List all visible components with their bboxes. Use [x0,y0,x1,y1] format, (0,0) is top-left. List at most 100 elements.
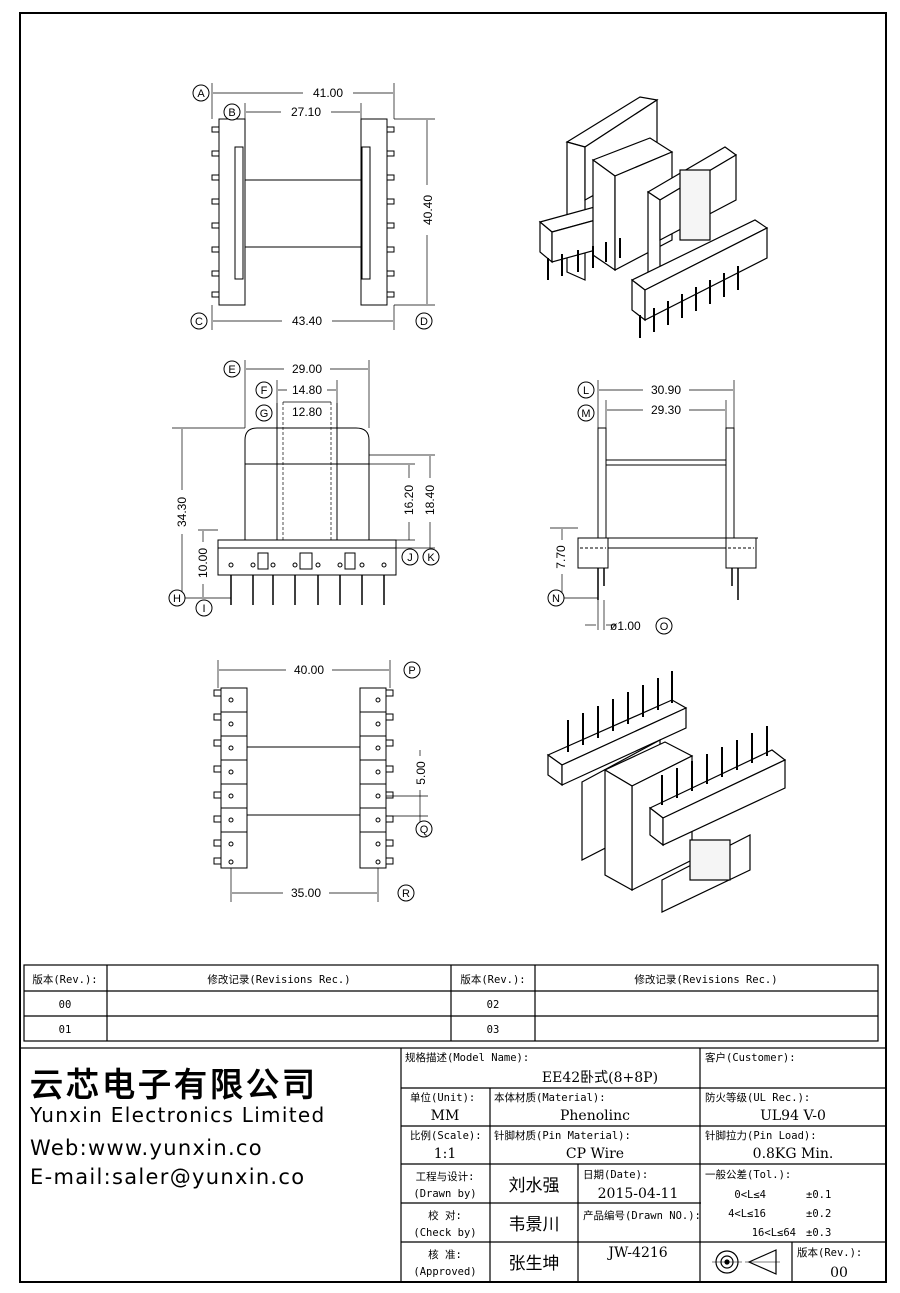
dim-41-00: 41.00 [313,86,343,100]
pin-load-label: 针脚拉力(Pin Load): [705,1129,817,1142]
callout-b: B [223,103,241,121]
check-by-label-en: (Check by) [413,1227,476,1239]
svg-text:E: E [228,364,235,376]
svg-text:N: N [552,593,560,605]
callout-c: C [190,312,208,330]
dim-29-30: 29.30 [651,403,681,417]
dim-7-70: 7.70 [554,545,568,569]
tolerance-value-2: ±0.2 [806,1208,831,1220]
isometric-view-bottom [546,671,787,913]
rev-col-header-left: 版本(Rev.): [32,973,97,986]
dim-18-40: 18.40 [423,485,437,515]
company-email: E-mail:saler@yunxin.co [30,1165,305,1189]
side-view [550,380,758,630]
dim-12-80: 12.80 [292,405,322,419]
rev-col-header-right: 版本(Rev.): [460,973,525,986]
svg-text:P: P [408,665,415,677]
customer-label: 客户(Customer): [705,1051,796,1064]
company-web: Web:www.yunxin.co [30,1136,263,1160]
tolerance-label: 一般公差(Tol.): [705,1168,791,1181]
callout-i: I [195,599,213,617]
date-value: 2015-04-11 [598,1186,679,1202]
projection-symbol-icon [712,1249,780,1275]
drawing-no-label: 产品编号(Drawn NO.): [583,1209,701,1222]
rev-row-02: 02 [487,999,500,1011]
unit-value: MM [431,1108,460,1124]
top-view-pins-left [211,126,220,298]
tolerance-range-2: 4<L≤16 [728,1208,766,1220]
svg-text:Q: Q [420,824,429,836]
pin-material-label: 针脚材质(Pin Material): [494,1129,631,1142]
callout-h: H [168,589,186,607]
callout-p: P [403,661,421,679]
callout-r: R [397,884,415,902]
pin-material-value: CP Wire [566,1146,624,1162]
dim-5-00: 5.00 [414,761,428,785]
tolerance-value-3: ±0.3 [806,1227,831,1239]
dim-40-40: 40.40 [421,195,435,225]
check-by-value: 韦景川 [509,1215,560,1235]
callout-g: G [255,404,273,422]
dim-16-20: 16.20 [402,485,416,515]
svg-text:R: R [402,888,410,900]
approved-by-value: 张生坤 [509,1254,560,1274]
drawing-no-value: JW-4216 [606,1245,667,1261]
front-view-pin-holes [228,552,387,570]
rev-value: 00 [830,1265,848,1281]
model-name-label: 规格描述(Model Name): [405,1051,529,1064]
tolerance-value-1: ±0.1 [806,1189,831,1201]
svg-text:I: I [202,603,205,615]
material-label: 本体材质(Material): [494,1091,606,1104]
callout-k: K [422,548,440,566]
tolerance-range-1: 0<L≤4 [734,1189,766,1201]
callout-d: D [415,312,433,330]
callout-a: A [192,84,210,102]
isometric-view-top [538,96,769,338]
rev-row-01: 01 [59,1024,72,1036]
drawn-by-value: 刘水强 [509,1176,560,1196]
dim-35-00: 35.00 [291,886,321,900]
svg-text:F: F [261,385,268,397]
scale-label: 比例(Scale): [410,1129,482,1142]
ul-rec-label: 防火等级(UL Rec.): [705,1091,810,1104]
revision-table [23,964,879,1042]
top-view-pins-right [386,126,395,298]
callout-e: E [223,360,241,378]
tolerance-range-3: 16<L≤64 [752,1227,796,1239]
callout-l: L [577,381,595,399]
approved-by-label-cn: 核 准: [428,1248,462,1261]
rev-row-00: 00 [59,999,72,1011]
dim-10-00: 10.00 [196,548,210,578]
dim-40-00: 40.00 [294,663,324,677]
bottom-view [213,660,428,902]
ul-rec-value: UL94 V-0 [760,1108,826,1124]
bottom-view-pin-pads [213,689,394,865]
svg-text:K: K [427,552,435,564]
company-name-cn: 云芯电子有限公司 [30,1065,318,1104]
company-name-en: Yunxin Electronics Limited [29,1103,325,1127]
callout-j: J [401,548,419,566]
dim-27-10: 27.10 [291,105,321,119]
callout-n: N [547,589,565,607]
svg-text:D: D [420,316,428,328]
check-by-label-cn: 校 对: [428,1209,462,1222]
callout-m: M [577,404,595,422]
pin-load-value: 0.8KG Min. [753,1146,834,1162]
rec-col-header-left: 修改记录(Revisions Rec.) [207,973,350,986]
dim-14-80: 14.80 [292,383,322,397]
model-name-value: EE42卧式(8+8P) [542,1070,658,1086]
rev-row-03: 03 [487,1024,500,1036]
svg-text:L: L [583,385,589,397]
approved-by-label-en: (Approved) [413,1266,476,1278]
callout-f: F [255,381,273,399]
top-view [211,83,435,330]
svg-text:B: B [228,107,235,119]
dim-30-90: 30.90 [651,383,681,397]
scale-value: 1:1 [434,1146,457,1162]
svg-text:C: C [195,316,203,328]
drawn-by-label-en: (Drawn by) [413,1188,476,1200]
callout-q: Q [415,820,433,838]
material-value: Phenolinc [560,1108,630,1124]
rec-col-header-right: 修改记录(Revisions Rec.) [634,973,777,986]
